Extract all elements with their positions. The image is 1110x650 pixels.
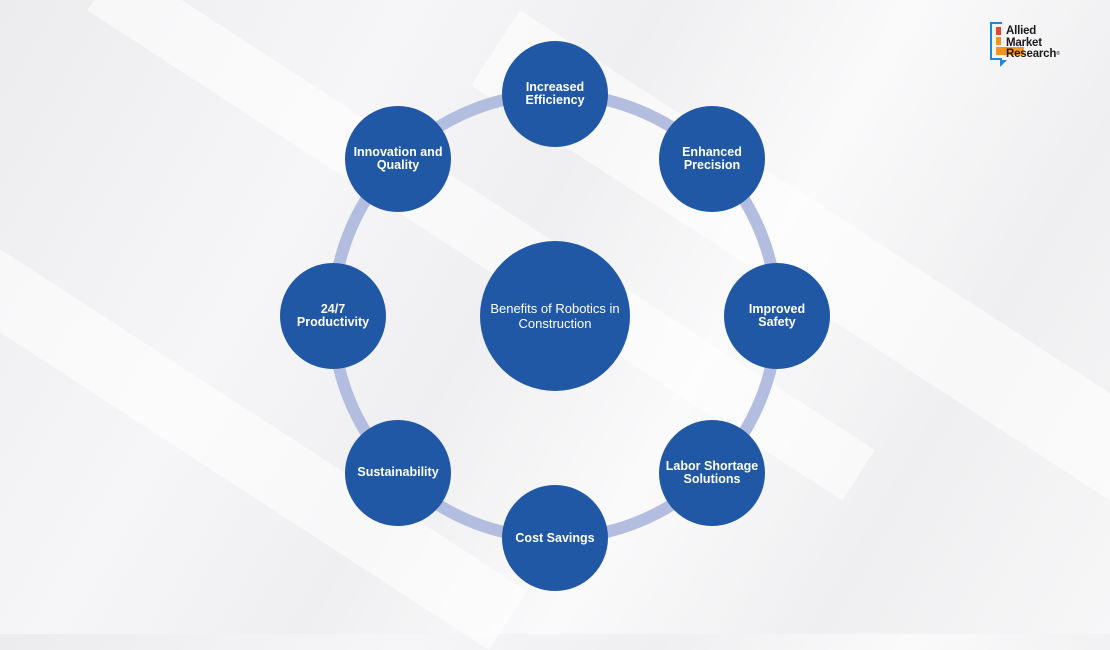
logo-line-2: Market <box>1006 36 1042 49</box>
benefit-node-labor-shortage-solutions: Labor Shortage Solutions <box>658 419 765 526</box>
benefit-node-cost-savings: Cost Savings <box>502 485 608 591</box>
benefit-node-sustainability: Sustainability <box>345 419 452 526</box>
logo-wordmark: Allied Market Research® <box>1006 25 1060 61</box>
benefit-label: Increased Efficiency <box>525 80 585 107</box>
logo-speech-tail-icon <box>1000 60 1007 67</box>
benefit-label: Innovation and Quality <box>353 145 443 173</box>
allied-market-research-logo: Allied Market Research® <box>990 22 1086 76</box>
benefit-label: Cost Savings <box>515 530 595 545</box>
benefit-node-improved-safety: Improved Safety <box>724 263 830 369</box>
logo-line-1: Allied <box>1006 25 1037 37</box>
benefit-node-enhanced-precision: Enhanced Precision <box>658 106 765 213</box>
center-node-label: Benefits of Robotics in Construction <box>490 301 620 331</box>
benefit-label: Enhanced Precision <box>682 145 742 173</box>
registered-mark: ® <box>1056 51 1060 57</box>
benefit-label: 24/7 Productivity <box>296 302 370 329</box>
logo-line-3: Research <box>1006 48 1057 60</box>
benefit-node-24-7-productivity: 24/7 Productivity <box>280 263 386 369</box>
benefit-label: Labor Shortage Solutions <box>665 458 759 486</box>
benefit-node-increased-efficiency: Increased Efficiency <box>502 41 608 147</box>
center-node: Benefits of Robotics in Construction <box>480 241 630 391</box>
benefit-label: Improved Safety <box>748 302 806 329</box>
benefit-node-innovation-and-quality: Innovation and Quality <box>345 106 452 213</box>
benefit-label: Sustainability <box>357 465 439 480</box>
logo-frame-icon <box>990 22 1002 60</box>
